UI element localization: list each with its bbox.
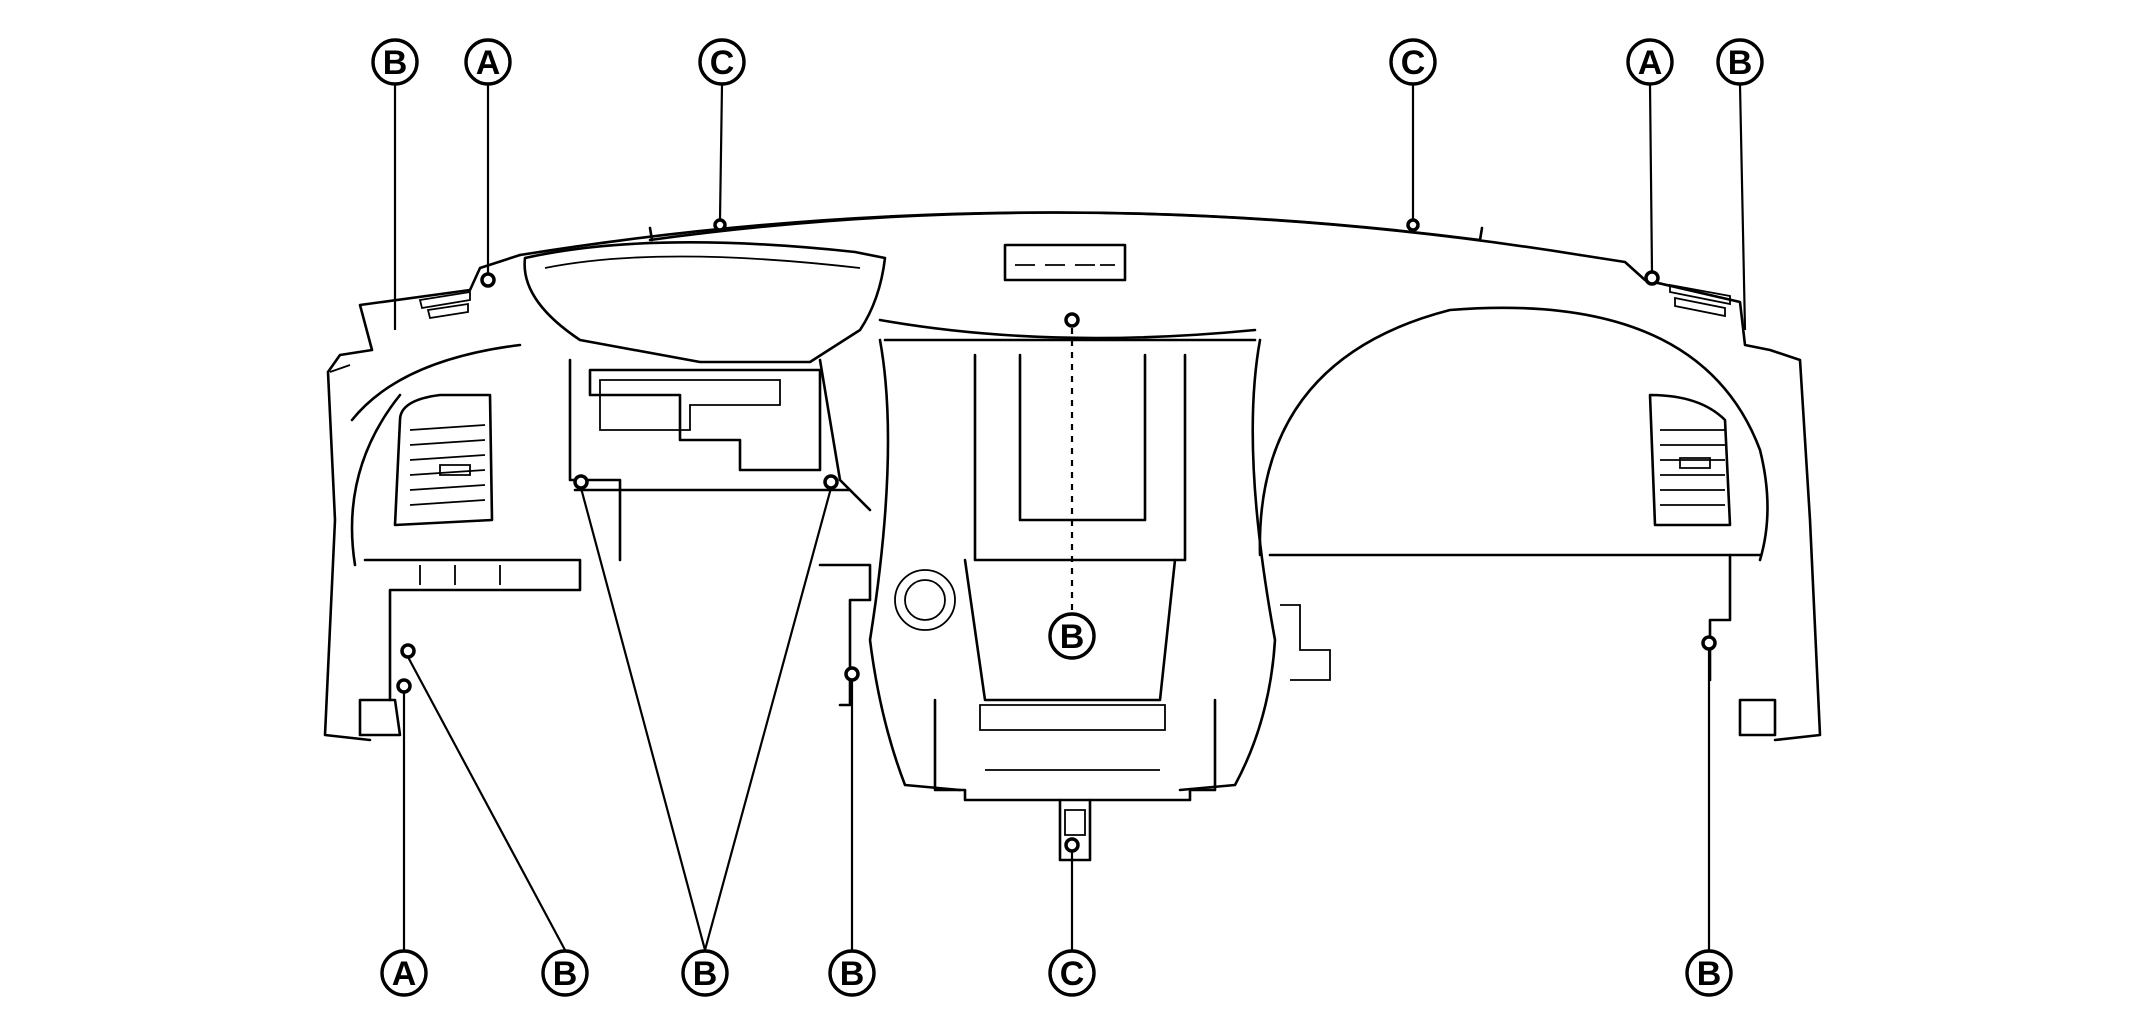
callout-letter: C <box>710 44 735 82</box>
callout-a-bottom-left: A <box>380 949 428 997</box>
callout-letter: C <box>1401 44 1426 82</box>
callout-circle <box>1685 949 1733 997</box>
callout-letter: B <box>840 955 865 993</box>
callout-labels: B A C C A B B A B B B C B <box>371 38 1764 997</box>
clip-hole-b-right <box>1701 635 1717 651</box>
fastener-holes <box>396 218 1717 853</box>
callout-circle <box>371 38 419 86</box>
callout-b-center: B <box>1048 612 1096 660</box>
callout-c-top-left: C <box>698 38 746 86</box>
leader-lines <box>393 84 1747 951</box>
clip-hole-c-bottom <box>1064 837 1080 853</box>
callout-letter: B <box>553 955 578 993</box>
callout-letter: A <box>392 955 417 993</box>
callout-letter: B <box>693 955 718 993</box>
callout-letter: A <box>1638 44 1663 82</box>
callout-letter: C <box>1060 955 1085 993</box>
callout-letter: A <box>476 44 501 82</box>
clip-hole-c-top-right <box>1406 218 1420 232</box>
callout-circle <box>828 949 876 997</box>
clip-hole-b-center <box>1064 312 1080 328</box>
right-air-vent <box>1648 393 1732 527</box>
callout-circle <box>541 949 589 997</box>
callout-circle <box>1626 38 1674 86</box>
clip-hole-c-top-left <box>713 218 727 232</box>
dashboard-body <box>323 211 1822 862</box>
callout-c-top-right: C <box>1389 38 1437 86</box>
callout-circle <box>1716 38 1764 86</box>
callout-letter: B <box>383 44 408 82</box>
callout-b-bottom-left: B <box>541 949 589 997</box>
callout-letter: B <box>1060 618 1085 656</box>
callout-circle <box>1048 612 1096 660</box>
callout-circle <box>380 949 428 997</box>
clip-hole-a-top-left <box>480 272 496 288</box>
callout-c-bottom-center: C <box>1048 949 1096 997</box>
callout-b-top-right: B <box>1716 38 1764 86</box>
callout-a-top-right: A <box>1626 38 1674 86</box>
callout-circle <box>698 38 746 86</box>
clip-hole-b-left <box>400 643 416 659</box>
callout-circle <box>681 949 729 997</box>
callout-circle <box>1389 38 1437 86</box>
callout-b-bottom-center: B <box>681 949 729 997</box>
clip-hole-b-mid <box>844 666 860 682</box>
callout-circle <box>1048 949 1096 997</box>
left-air-vent <box>393 393 494 527</box>
callout-letter: B <box>1728 44 1753 82</box>
callout-b-bottom-right: B <box>1685 949 1733 997</box>
clip-hole-b-glove-right <box>823 474 839 490</box>
callout-circle <box>464 38 512 86</box>
clip-hole-b-glove-left <box>573 474 589 490</box>
callout-b-bottom-mid: B <box>828 949 876 997</box>
callout-b-top-left: B <box>371 38 419 86</box>
clip-hole-a-top-right <box>1644 270 1660 286</box>
callout-letter: B <box>1697 955 1722 993</box>
callout-a-top-left: A <box>464 38 512 86</box>
clip-hole-a-left <box>396 678 412 694</box>
